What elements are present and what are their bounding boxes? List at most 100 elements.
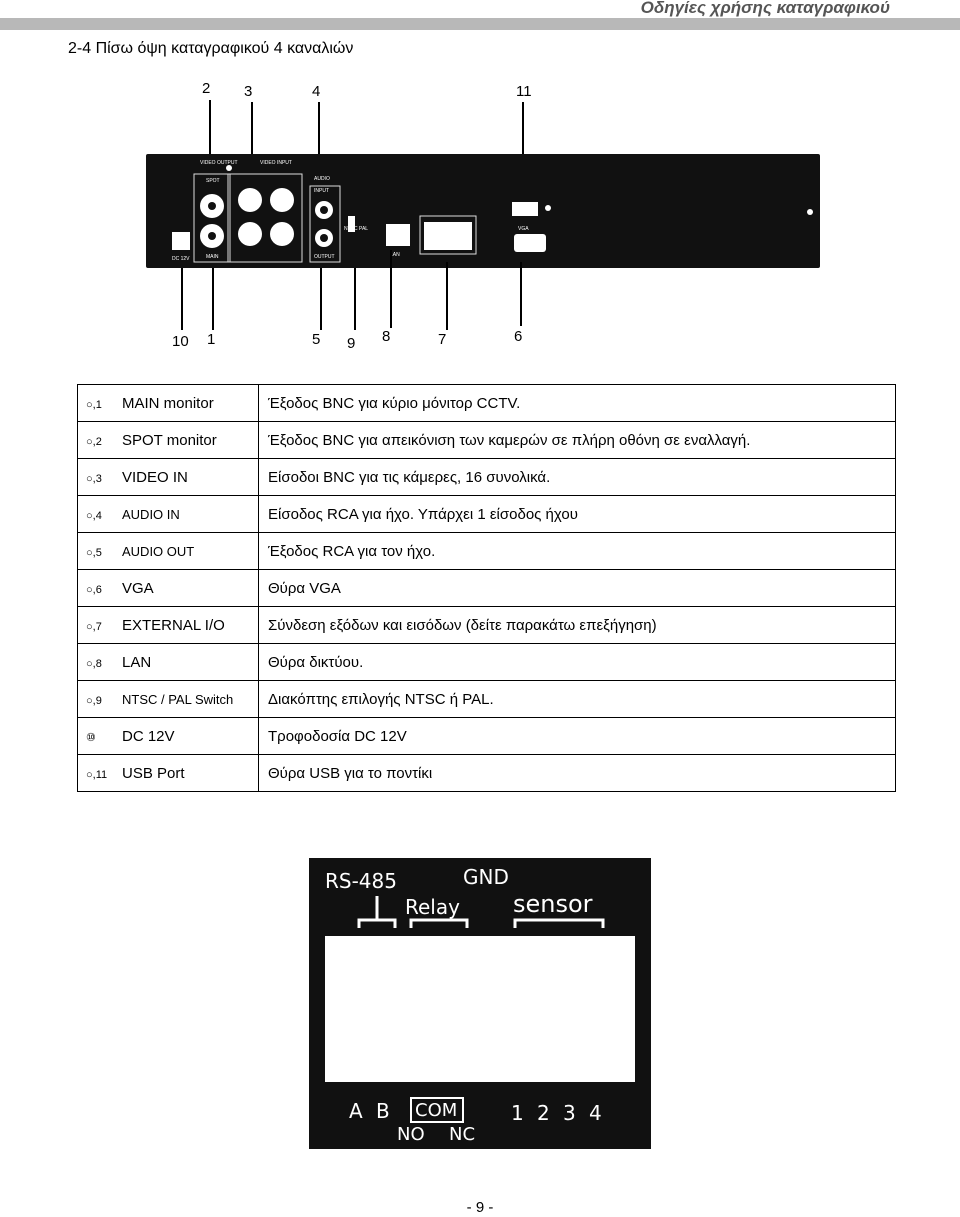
callout-line: [390, 250, 392, 328]
item-description: Έξοδος BNC για απεικόνιση των καμερών σε…: [258, 421, 896, 459]
table-row: ○,8 LAN Θύρα δικτύου.: [77, 643, 896, 681]
item-description: Είσοδοι BNC για τις κάμερες, 16 συνολικά…: [258, 458, 896, 496]
header-stripe: [0, 18, 960, 30]
item-marker: ○,4: [86, 509, 102, 522]
label-rs485: RS-485: [325, 869, 397, 893]
label-sensor: sensor: [513, 890, 593, 918]
item-marker: ○,9: [86, 694, 102, 707]
table-row: ○,3 VIDEO IN Είσοδοι BNC για τις κάμερες, …: [77, 458, 896, 496]
item-name: EXTERNAL I/O: [122, 616, 225, 634]
label-output: OUTPUT: [314, 254, 335, 260]
label-video-output: VIDEO OUTPUT: [200, 160, 238, 166]
pin-nc: NC: [449, 1124, 475, 1145]
pin-b: B: [376, 1099, 390, 1123]
label-ntsc-pal: NTSC PAL: [344, 226, 368, 232]
callout-line: [522, 102, 524, 190]
table-cell-item: ○,7 EXTERNAL I/O: [77, 606, 259, 644]
callout-1: 1: [207, 331, 216, 348]
callout-3: 3: [244, 83, 253, 100]
callout-line: [446, 262, 448, 330]
pin-4: 4: [589, 1101, 602, 1125]
label-dc: DC 12V: [172, 256, 190, 262]
item-name: MAIN monitor: [122, 394, 214, 412]
item-name: USB Port: [122, 764, 185, 782]
table-row: ○,1 MAIN monitor Έξοδος BNC για κύριο μόνι…: [77, 384, 896, 422]
label-input: INPUT: [314, 188, 329, 194]
label-main: MAIN: [206, 254, 219, 260]
pin-3: 3: [563, 1101, 576, 1125]
table-cell-item: ○,11 USB Port: [77, 754, 259, 792]
callout-8: 8: [382, 328, 391, 345]
com-box: [410, 1097, 464, 1123]
header-title: Οδηγίες χρήσης καταγραφικού: [640, 0, 890, 17]
item-name: SPOT monitor: [122, 431, 217, 449]
table-cell-item: ○,3 VIDEO IN: [77, 458, 259, 496]
item-description: Είσοδος RCA για ήχο. Υπάρχει 1 είσοδος ή…: [258, 495, 896, 533]
callout-line: [209, 100, 211, 182]
pin-com: COM: [415, 1100, 457, 1121]
label-gnd: GND: [463, 865, 509, 889]
table-row: ○,4 AUDIO IN Είσοδος RCA για ήχο. Υπάρχει …: [77, 495, 896, 533]
item-marker: ○,3: [86, 472, 102, 485]
external-io-drawing: RS-485 GND Relay sensor A B COM 1 2 3 4 …: [325, 865, 635, 1145]
pin-2: 2: [537, 1101, 550, 1125]
callout-line: [251, 102, 253, 168]
item-description: Σύνδεση εξόδων και εισόδων (δείτε παρακά…: [258, 606, 896, 644]
item-description: Διακόπτης επιλογής NTSC ή PAL.: [258, 680, 896, 718]
item-marker: ⑩: [86, 731, 96, 744]
item-marker: ○,1: [86, 398, 102, 411]
terminal-block: [325, 936, 635, 1082]
label-vga: VGA: [518, 226, 529, 232]
item-description: Έξοδος RCA για τον ήχο.: [258, 532, 896, 570]
item-name: AUDIO OUT: [122, 543, 195, 559]
item-name: VIDEO IN: [122, 468, 188, 486]
page-number: - 9 -: [466, 1199, 494, 1216]
table-row: ○,7 EXTERNAL I/O Σύνδεση εξόδων και εισόδω…: [77, 606, 896, 644]
label-lan: LAN: [390, 252, 400, 258]
callout-line: [181, 268, 183, 330]
table-row: ○,11 USB Port Θύρα USB για το ποντίκι: [77, 754, 896, 792]
spec-table: ○,1 MAIN monitor Έξοδος BNC για κύριο μόνι…: [77, 384, 896, 792]
item-marker: ○,8: [86, 657, 102, 670]
external-io-diagram: RS-485 GND Relay sensor A B COM 1 2 3 4 …: [309, 858, 651, 1149]
item-name: LAN: [122, 653, 152, 671]
label-audio: AUDIO: [314, 176, 330, 182]
callout-line: [318, 102, 320, 180]
item-name: VGA: [122, 579, 154, 597]
section-title: 2-4 Πίσω όψη καταγραφικού 4 καναλιών: [68, 40, 354, 57]
table-row: ○,6 VGA Θύρα VGA: [77, 569, 896, 607]
item-description: Θύρα USB για το ποντίκι: [258, 754, 896, 792]
callout-7: 7: [438, 331, 447, 348]
callout-10: 10: [172, 333, 189, 350]
label-video-input: VIDEO INPUT: [260, 160, 292, 166]
item-description: Θύρα VGA: [258, 569, 896, 607]
callout-2: 2: [202, 80, 211, 97]
callout-11: 11: [516, 83, 532, 100]
table-cell-item: ○,4 AUDIO IN: [77, 495, 259, 533]
callout-9: 9: [347, 335, 356, 352]
callout-4: 4: [312, 83, 321, 100]
item-name: AUDIO IN: [122, 506, 180, 522]
item-marker: ○,11: [86, 768, 108, 781]
table-cell-item: ○,8 LAN: [77, 643, 259, 681]
table-cell-item: ○,6 VGA: [77, 569, 259, 607]
item-marker: ○,6: [86, 583, 102, 596]
item-description: Έξοδος BNC για κύριο μόνιτορ CCTV.: [258, 384, 896, 422]
item-marker: ○,7: [86, 620, 102, 633]
table-cell-item: ○,1 MAIN monitor: [77, 384, 259, 422]
label-relay: Relay: [405, 895, 460, 919]
callout-line: [212, 268, 214, 330]
callout-5: 5: [312, 331, 321, 348]
callout-line: [320, 268, 322, 330]
label-spot: SPOT: [206, 178, 220, 184]
pin-a: A: [349, 1099, 363, 1123]
rear-panel: VIDEO OUTPUT VIDEO INPUT AUDIO INPUT OUT…: [146, 154, 820, 268]
item-description: Θύρα δικτύου.: [258, 643, 896, 681]
